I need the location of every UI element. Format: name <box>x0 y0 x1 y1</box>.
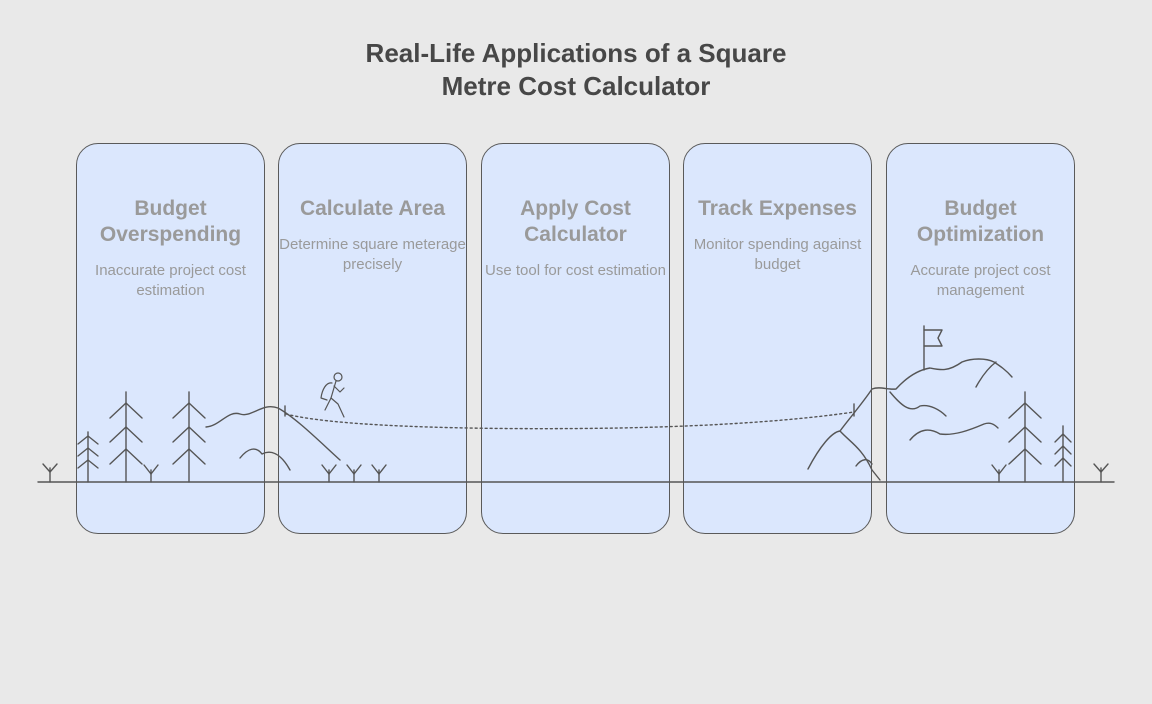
stage-description: Monitor spending against budget <box>693 236 862 273</box>
grass-icon <box>42 463 58 483</box>
grass-icon <box>1093 463 1109 483</box>
stage-card-budget-overspending: Budget Overspending Inaccurate project c… <box>76 143 265 534</box>
stage-description: Accurate project cost management <box>910 262 1051 299</box>
stage-card-calculate-area: Calculate Area Determine square meterage… <box>278 143 467 534</box>
stage-title: Budget Optimization <box>916 197 1045 246</box>
diagram-title: Real-Life Applications of a Square Metre… <box>365 38 787 101</box>
stage-description: Determine square meterage precisely <box>279 236 466 273</box>
stage-description: Inaccurate project cost estimation <box>95 262 246 299</box>
stage-card-track-expenses: Track Expenses Monitor spending against … <box>683 143 872 534</box>
stage-title: Apply Cost Calculator <box>520 197 631 246</box>
stage-card-budget-optimization: Budget Optimization Accurate project cos… <box>886 143 1075 534</box>
stage-card-apply-cost-calculator: Apply Cost Calculator Use tool for cost … <box>481 143 670 534</box>
stage-title: Budget Overspending <box>99 197 242 246</box>
stage-title: Calculate Area <box>299 197 446 220</box>
stage-title: Track Expenses <box>698 197 857 220</box>
stage-description: Use tool for cost estimation <box>485 262 666 279</box>
